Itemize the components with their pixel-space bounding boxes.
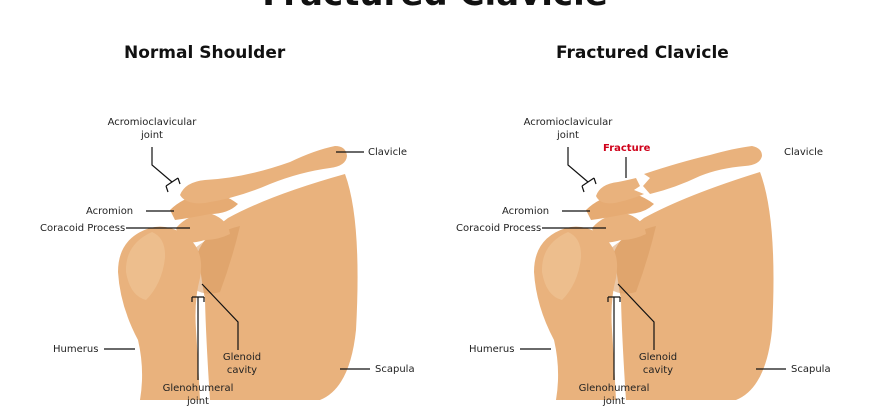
normal-humerus-label: Humerus [53,344,99,355]
fractured-coracoid-shape [592,213,646,243]
fractured-ac-joint-label-line1: Acromioclavicular [523,117,613,128]
normal-glenohumeral-label: Glenohumeral joint [158,382,238,408]
normal-ac-joint-leader [151,147,173,183]
normal-clavicle-shape [180,146,347,204]
fractured-glenohumeral-bracket [607,296,621,302]
fractured-ac-joint-label: Acromioclavicular joint [518,116,618,142]
fractured-glenoid-leader [617,283,655,350]
normal-glenohumeral-label-line1: Glenohumeral [162,383,234,394]
normal-coracoid-label: Coracoid Process [40,223,126,234]
normal-scapula-label: Scapula [375,364,415,375]
fractured-glenohumeral-label-line2: joint [603,396,625,407]
fractured-acromion-label: Acromion [502,206,550,217]
normal-acromion-label: Acromion [86,206,134,217]
normal-glenoid-label: Glenoid cavity [212,351,272,377]
normal-glenoid-label-line2: cavity [226,365,258,376]
fractured-panel-title: Fractured Clavicle [556,43,729,63]
fractured-ac-joint-bracket [581,177,597,193]
normal-panel-title: Normal Shoulder [124,43,286,63]
fractured-glenoid-label: Glenoid cavity [628,351,688,377]
normal-ac-joint-label-line1: Acromioclavicular [107,117,197,128]
normal-ac-joint-label: Acromioclavicular joint [102,116,202,142]
leader-lines [104,147,786,380]
diagram-title: Fractured Clavicle [0,0,870,14]
fractured-glenohumeral-label: Glenohumeral joint [574,382,654,408]
fractured-clavicle-medial-shape [643,146,762,194]
normal-clavicle-label: Clavicle [368,147,408,158]
normal-glenohumeral-label-line2: joint [187,396,209,407]
normal-glenoid-leader [201,283,239,350]
fractured-scapula-label: Scapula [791,364,831,375]
fractured-clavicle-label: Clavicle [784,147,824,158]
fractured-glenoid-label-line1: Glenoid [638,352,678,363]
fractured-glenohumeral-label-line1: Glenohumeral [578,383,650,394]
fractured-coracoid-label: Coracoid Process [456,223,542,234]
normal-ac-joint-bracket [165,177,181,193]
fractured-ac-joint-leader [567,147,589,183]
fracture-label: Fracture [603,143,651,154]
fractured-ac-joint-label-line2: joint [557,130,579,141]
fractured-glenoid-label-line2: cavity [642,365,674,376]
normal-glenohumeral-bracket [191,296,205,302]
normal-ac-joint-label-line2: joint [141,130,163,141]
fractured-humerus-label: Humerus [469,344,515,355]
fractured-clavicle-lateral-shape [596,178,644,204]
normal-coracoid-shape [176,213,230,243]
normal-shoulder-bones [118,146,358,400]
normal-glenoid-label-line1: Glenoid [222,352,262,363]
